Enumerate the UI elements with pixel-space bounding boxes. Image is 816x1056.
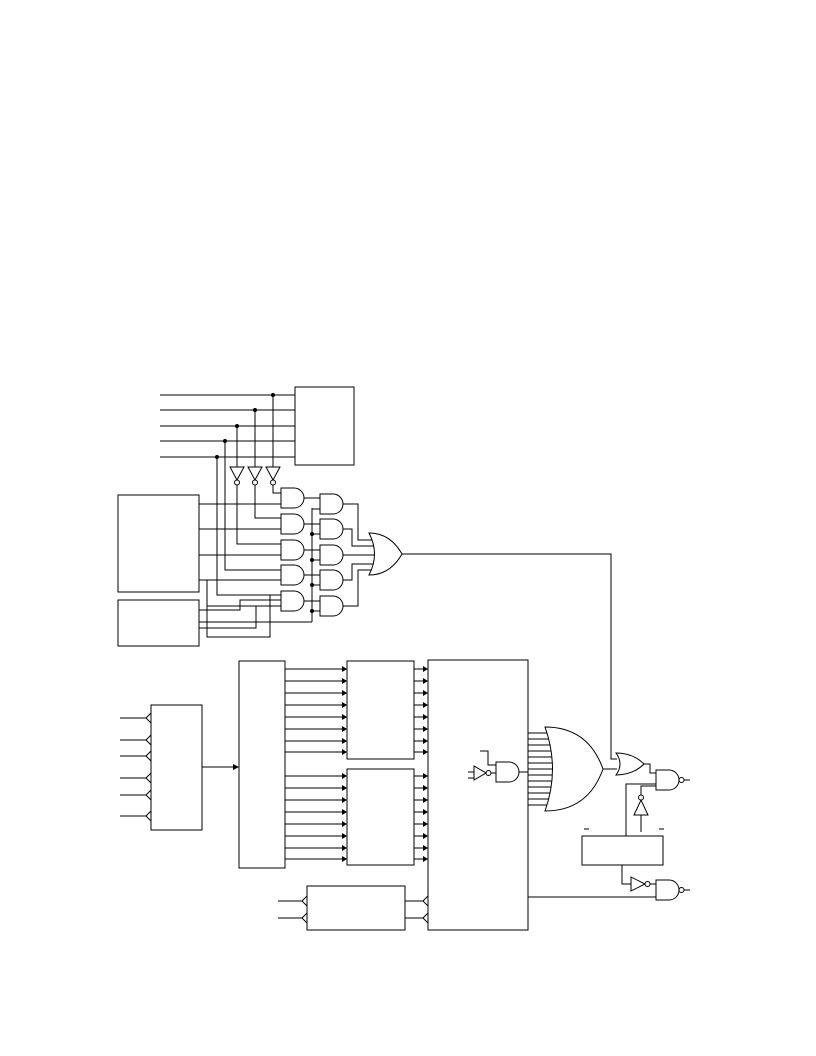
bus-arrows [285, 666, 428, 862]
or-main-output [402, 553, 617, 760]
bottom-input-block [306, 885, 406, 931]
register-block-upper [346, 660, 415, 760]
left-block-lower [117, 599, 200, 647]
inverter-taps [236, 395, 274, 467]
register-block-lower [346, 768, 415, 866]
column-a-to-b [199, 497, 320, 623]
or-input-bus [528, 732, 552, 806]
inner-gate-group [468, 750, 528, 783]
or-small-output [644, 763, 656, 774]
or-gate-main [368, 532, 403, 576]
and-column-b [319, 493, 344, 617]
nand-output-upper [655, 769, 680, 791]
inverter-3 [265, 466, 281, 486]
column-b-junction-dots [310, 532, 314, 613]
top-register-block [294, 386, 355, 466]
column-b-to-or [343, 503, 375, 607]
top-input-lines [160, 394, 295, 458]
main-logic-block [427, 659, 529, 931]
and-column-a [280, 487, 305, 612]
lower-output-path [528, 865, 690, 901]
or-gate-small [615, 752, 645, 776]
bottom-input-arrows [278, 895, 429, 924]
block-to-upper-and [625, 783, 656, 836]
or-gate-wide [544, 726, 604, 812]
left-block-upper [117, 494, 200, 593]
column-a-wiring [199, 441, 281, 638]
decoder-block [238, 660, 286, 869]
inverter-up [633, 785, 656, 832]
left-input-arrows [120, 712, 152, 822]
inverter-2 [247, 466, 263, 486]
inverter-1 [229, 466, 245, 486]
lower-right-block [581, 835, 664, 866]
input-block-left [150, 704, 203, 831]
